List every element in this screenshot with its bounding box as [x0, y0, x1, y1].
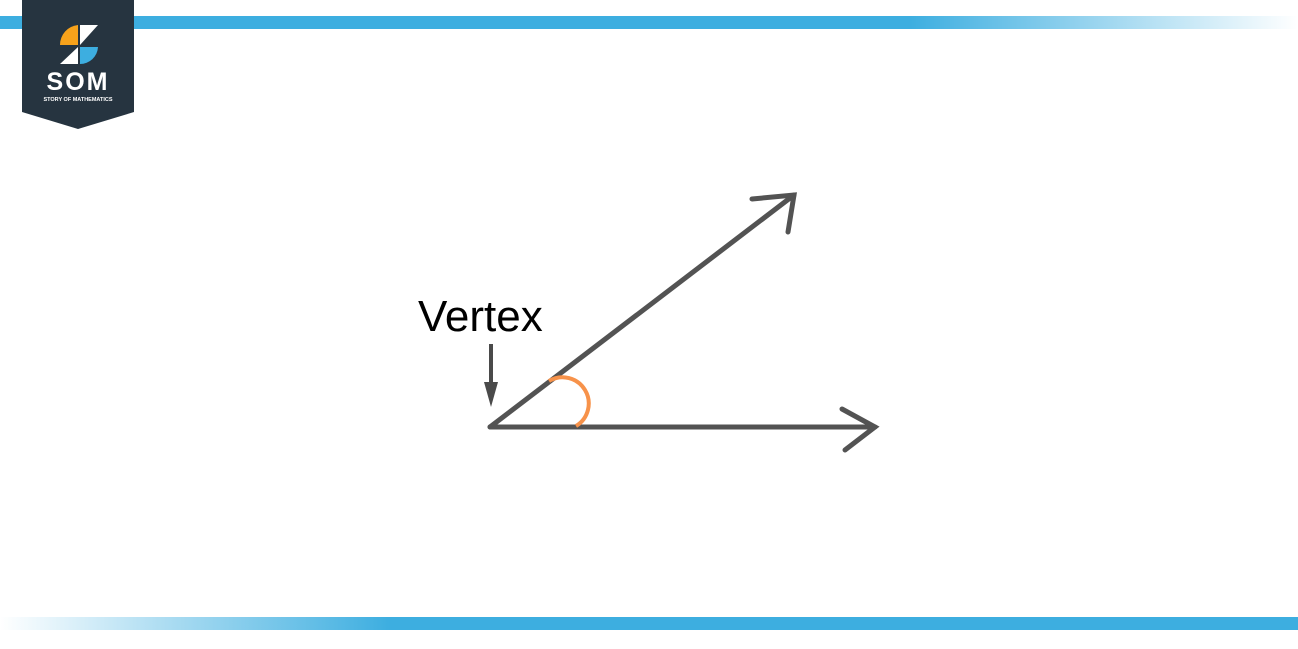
angle-arc — [547, 375, 591, 428]
logo-subtitle: STORY OF MATHEMATICS — [43, 97, 112, 103]
vertex-label: Vertex — [418, 292, 543, 341]
vertex-pointer-arrow — [484, 344, 498, 407]
logo-text: SOM — [47, 68, 110, 96]
bottom-accent-bar — [0, 617, 1298, 630]
horizontal-ray — [487, 406, 880, 453]
upper-ray — [487, 192, 797, 430]
som-logo: SOM STORY OF MATHEMATICS — [22, 0, 134, 129]
top-accent-bar — [0, 16, 1298, 29]
